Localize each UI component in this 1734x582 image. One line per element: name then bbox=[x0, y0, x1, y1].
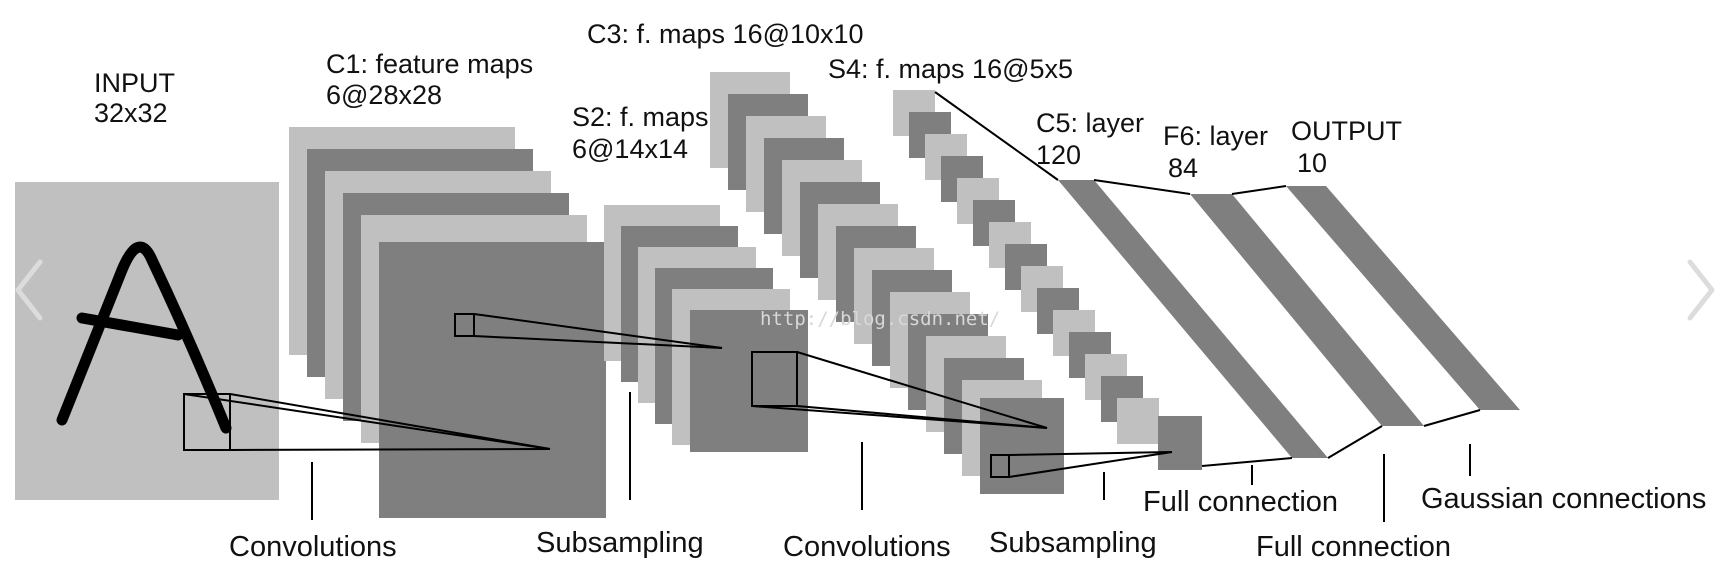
s4-label: S4: f. maps 16@5x5 bbox=[828, 54, 1073, 84]
watermark-text: http://blog.csdn.net/ bbox=[760, 308, 1000, 330]
c1-feature-maps bbox=[289, 127, 606, 518]
caption-full-connection-2: Full connection bbox=[1256, 531, 1451, 563]
input-receptive-field bbox=[183, 393, 231, 451]
caption-gaussian-connections: Gaussian connections bbox=[1421, 483, 1706, 515]
c3-label: C3: f. maps 16@10x10 bbox=[587, 19, 864, 49]
c3-feature-maps bbox=[710, 72, 1064, 494]
next-arrow-button[interactable] bbox=[1674, 250, 1734, 330]
letter-a-crossbar bbox=[76, 312, 184, 341]
s2-receptive-field bbox=[751, 351, 798, 407]
caption-full-connection-1: Full connection bbox=[1143, 486, 1338, 518]
f6-layer-band bbox=[1190, 194, 1424, 426]
caption-subsampling-1: Subsampling bbox=[536, 527, 704, 559]
prev-arrow-button[interactable] bbox=[0, 250, 60, 330]
caption-convolutions-2: Convolutions bbox=[783, 531, 951, 563]
chevron-right-icon bbox=[1687, 259, 1715, 321]
s4-feature-maps bbox=[893, 90, 1202, 470]
c3-receptive-field bbox=[990, 454, 1010, 478]
chevron-left-icon bbox=[15, 259, 43, 321]
input-plane bbox=[15, 182, 279, 500]
c5-layer-band bbox=[1058, 180, 1328, 458]
connection-lines bbox=[183, 91, 1481, 522]
output-layer-band bbox=[1286, 186, 1520, 410]
caption-subsampling-2: Subsampling bbox=[989, 527, 1157, 559]
letter-a-glyph bbox=[56, 241, 232, 434]
c1-receptive-field bbox=[454, 313, 475, 337]
caption-convolutions-1: Convolutions bbox=[229, 531, 397, 563]
